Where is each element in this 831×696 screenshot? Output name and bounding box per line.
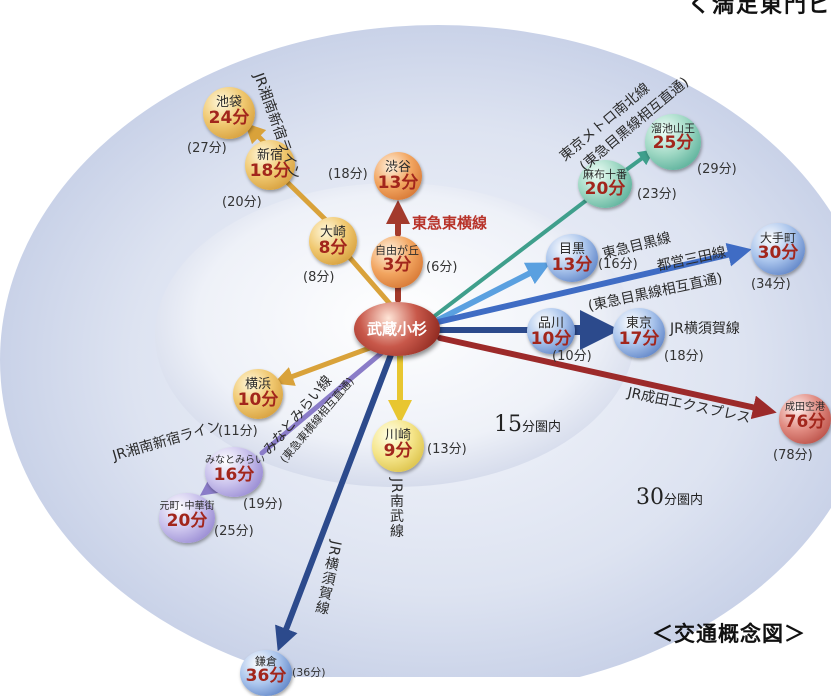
station-name: 池袋 <box>215 95 242 110</box>
station-time: 36分 <box>245 665 287 686</box>
ikebukuro-paren: (27分) <box>187 141 227 156</box>
station-name: 横浜 <box>244 377 271 392</box>
route-minatomirai-1 <box>259 347 388 456</box>
minatomirai-paren: (19分) <box>243 497 283 512</box>
station-name: 品川 <box>537 316 564 331</box>
zone-15-number: 15 <box>494 412 522 437</box>
route-yokosuka-kamakura <box>275 349 395 652</box>
motomachi-paren: (25分) <box>214 524 254 539</box>
station-time: 8分 <box>318 237 348 258</box>
route-shonan-yokohama <box>273 343 378 386</box>
station-yokohama: 横浜 10分 <box>233 369 283 419</box>
zone-15-label: 15分圏内 <box>494 412 561 437</box>
station-time: 10分 <box>237 389 279 410</box>
station-jiyugaoka: 自由が丘 3分 <box>371 236 423 288</box>
station-name: 大手町 <box>759 231 796 245</box>
line-label-jr-yokosuka-east: JR横須賀線 <box>670 321 740 337</box>
station-time: 76分 <box>784 411 826 432</box>
header-fragment: く満足東門ビ <box>688 0 831 18</box>
yokohama-paren: (11分) <box>218 424 258 439</box>
station-time: 10分 <box>530 328 572 349</box>
station-time: 9分 <box>383 440 413 461</box>
station-azabu-juban: 麻布十番 20分 <box>578 160 632 208</box>
station-name: 渋谷 <box>384 160 411 175</box>
kamakura-paren: (36分) <box>292 666 326 679</box>
osaki-paren: (8分) <box>303 270 335 285</box>
station-time: 18分 <box>249 160 291 181</box>
shinjuku-paren: (20分) <box>222 195 262 210</box>
route-namboku-tameike <box>624 149 655 172</box>
station-name: 目黒 <box>558 242 585 257</box>
station-narita-airport: 成田空港 76分 <box>779 394 831 444</box>
line-label-toyoko: 東急東横線 <box>412 214 488 232</box>
station-name: 溜池山王 <box>651 122 695 135</box>
station-name: 麻布十番 <box>583 168 627 181</box>
zone-15-unit: 分圏内 <box>522 420 562 435</box>
station-minatomirai: みなとみらい 16分 <box>205 447 265 497</box>
diagram-caption: ＜交通概念図＞ <box>652 622 806 646</box>
station-osaki: 大崎 8分 <box>309 217 357 265</box>
otemachi-paren: (34分) <box>751 277 791 292</box>
station-time: 30分 <box>757 242 799 263</box>
tokyo-paren: (18分) <box>664 349 704 364</box>
station-time: 3分 <box>382 254 412 275</box>
station-motomachi-chukagai: 元町･中華街 20分 <box>159 493 215 543</box>
station-time: 17分 <box>618 328 660 349</box>
station-kamakura: 鎌倉 36分 <box>240 650 292 696</box>
station-time: 25分 <box>652 132 694 153</box>
station-name: 鎌倉 <box>255 655 277 668</box>
route-mita <box>435 243 752 325</box>
station-name: 自由が丘 <box>375 244 419 257</box>
station-otemachi: 大手町 30分 <box>751 223 805 275</box>
station-time: 20分 <box>166 510 208 531</box>
station-time: 13分 <box>551 254 593 275</box>
zone-30-label: 30分圏内 <box>636 485 703 510</box>
narita-paren: (78分) <box>773 448 813 463</box>
station-shibuya: 渋谷 13分 <box>374 152 422 200</box>
meguro-paren: (16分) <box>598 257 638 272</box>
station-meguro: 目黒 13分 <box>546 234 598 282</box>
station-ikebukuro: 池袋 24分 <box>203 87 255 139</box>
station-shinagawa: 品川 10分 <box>527 308 575 354</box>
shibuya-paren: (18分) <box>328 167 368 182</box>
route-meguro-line <box>435 262 551 323</box>
kawasaki-paren: (13分) <box>427 442 467 457</box>
line-label-jr-nambu: JR南武線 <box>388 478 404 539</box>
station-name: 成田空港 <box>785 402 825 413</box>
zone-30-unit: 分圏内 <box>664 493 704 508</box>
station-time: 16分 <box>213 464 255 485</box>
jiyugaoka-paren: (6分) <box>426 260 458 275</box>
route-osaki-shinjuku <box>282 177 333 227</box>
shinagawa-paren: (10分) <box>552 349 592 364</box>
zone-30-number: 30 <box>636 485 664 510</box>
station-tameike-sanno: 溜池山王 25分 <box>645 114 701 170</box>
center-station-musashikosugi: 武蔵小杉 <box>354 302 440 356</box>
station-name: 元町･中華街 <box>159 501 215 512</box>
station-name: 新宿 <box>256 148 283 163</box>
station-time: 20分 <box>584 178 626 199</box>
station-shinjuku: 新宿 18分 <box>245 140 295 190</box>
station-name: 大崎 <box>319 225 346 240</box>
station-time: 24分 <box>208 107 250 128</box>
station-kawasaki: 川崎 9分 <box>372 420 424 472</box>
station-name: みなとみらい <box>205 455 265 466</box>
station-name: 東京 <box>625 316 652 331</box>
route-namboku-azabu <box>430 194 594 320</box>
station-time: 13分 <box>377 172 419 193</box>
station-name: 川崎 <box>384 428 411 443</box>
station-tokyo: 東京 17分 <box>613 308 665 358</box>
center-station-name: 武蔵小杉 <box>366 320 427 338</box>
azabu-paren: (23分) <box>637 187 677 202</box>
tameike-paren: (29分) <box>697 162 737 177</box>
route-narita-express <box>437 335 777 420</box>
